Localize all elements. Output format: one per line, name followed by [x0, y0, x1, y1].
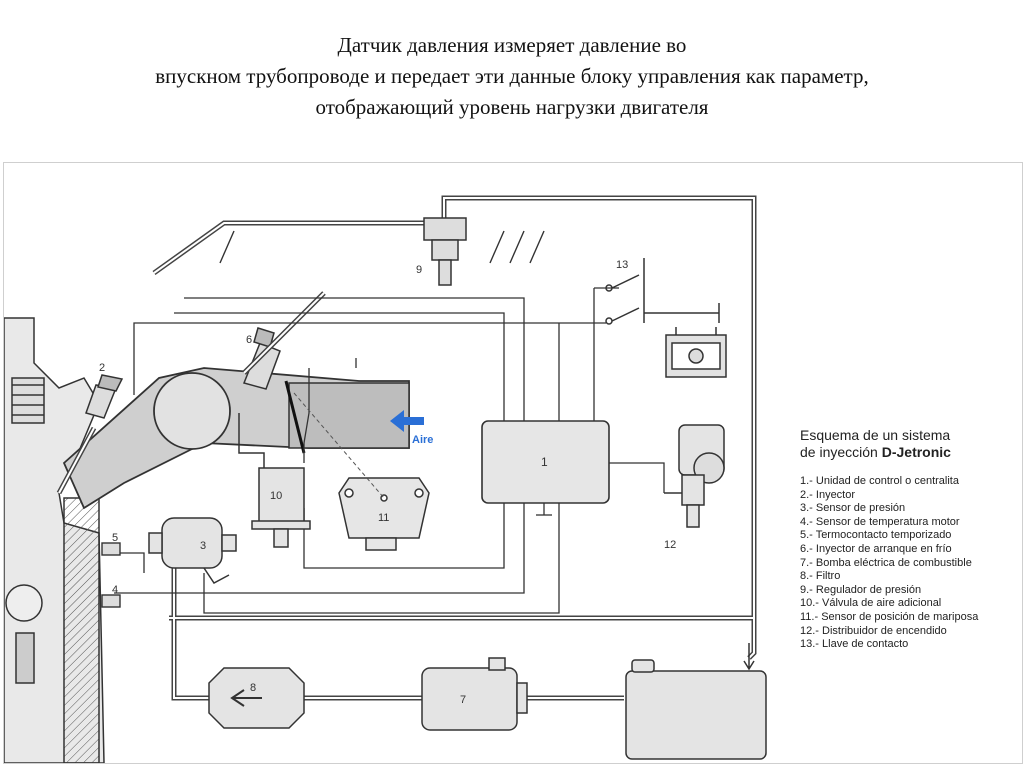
- cold-start-injector-6: [242, 327, 281, 390]
- slide-title: Датчик давления измеряет давление во впу…: [0, 30, 1024, 123]
- diagram-canvas: Aire 2 6: [4, 195, 767, 763]
- legend-item: 4.- Sensor de temperatura motor: [800, 515, 960, 528]
- legend-item: 3.- Sensor de presión: [800, 502, 906, 515]
- thermo-switch-5: [101, 542, 121, 556]
- legend-title-prefix: de inyección: [800, 444, 882, 460]
- legend-item: 8.- Filtro: [800, 570, 841, 583]
- legend-title-bold: D-Jetronic: [881, 444, 951, 460]
- legend-title-line-1: Esquema de un sistema: [800, 427, 951, 443]
- legend-item: 13.- Llave de contacto: [800, 638, 909, 651]
- throttle-sensor-11: [338, 477, 430, 551]
- fuel-line-ticks: [219, 230, 545, 264]
- legend-title-line-2: de inyección D-Jetronic: [800, 444, 1020, 461]
- legend: Esquema de un sistema de inyección D-Jet…: [800, 427, 1020, 652]
- label-13: 13: [616, 259, 628, 271]
- legend-item: 6.- Inyector de arranque en frío: [800, 542, 952, 555]
- legend-item: 10.- Válvula de aire adicional: [800, 597, 942, 610]
- injector-2: [85, 374, 124, 419]
- engine-block: [4, 317, 105, 763]
- legend-item: 12.- Distribuidor de encendido: [800, 624, 947, 637]
- throttle-body: [288, 382, 410, 449]
- legend-item: 1.- Unidad de control o centralita: [800, 475, 959, 487]
- distributor-12: [664, 424, 725, 528]
- fuel-filter-8: [208, 667, 305, 729]
- label-2: 2: [99, 362, 105, 374]
- title-line-1: Датчик давления измеряет давление во: [337, 33, 687, 57]
- legend-item: 5.- Termocontacto temporizado: [800, 529, 952, 542]
- label-12: 12: [664, 539, 676, 551]
- ignition-key-13: [605, 258, 720, 325]
- battery: [665, 327, 727, 378]
- air-label: Aire: [412, 434, 433, 446]
- legend-item: 11.- Sensor de posición de mariposa: [800, 610, 979, 623]
- label-1: 1: [541, 455, 548, 469]
- legend-item: 9.- Regulador de presión: [800, 583, 922, 596]
- label-3: 3: [200, 540, 206, 552]
- fuel-pump-7: [421, 657, 528, 731]
- temp-sensor-4: [101, 594, 121, 608]
- title-line-3: отображающий уровень нагрузки двигателя: [315, 95, 709, 119]
- throttle-plate: [284, 380, 306, 454]
- label-5: 5: [112, 532, 118, 544]
- fuel-tank: [625, 643, 767, 760]
- label-8: 8: [250, 682, 256, 694]
- air-arrow: [390, 410, 424, 432]
- title-line-2: впускном трубопроводе и передает эти дан…: [155, 64, 869, 88]
- label-6: 6: [246, 334, 252, 346]
- control-unit-1: [481, 420, 610, 516]
- legend-title: Esquema de un sistema de inyección D-Jet…: [800, 427, 1020, 461]
- legend-item: 7.- Bomba eléctrica de combustible: [800, 556, 972, 569]
- label-9: 9: [416, 264, 422, 276]
- aux-air-valve-10: [238, 413, 311, 548]
- label-11: 11: [378, 512, 389, 524]
- label-10: 10: [270, 490, 282, 502]
- legend-items: 1.- Unidad de control o centralita 2.- I…: [800, 475, 1020, 652]
- legend-item: 2.- Inyector: [800, 488, 856, 501]
- label-7: 7: [460, 694, 466, 706]
- d-jetronic-diagram: Aire 2 6: [3, 162, 1023, 764]
- pressure-sensor-3: [148, 517, 237, 584]
- pressure-regulator-9: [423, 217, 467, 286]
- label-4: 4: [112, 584, 118, 596]
